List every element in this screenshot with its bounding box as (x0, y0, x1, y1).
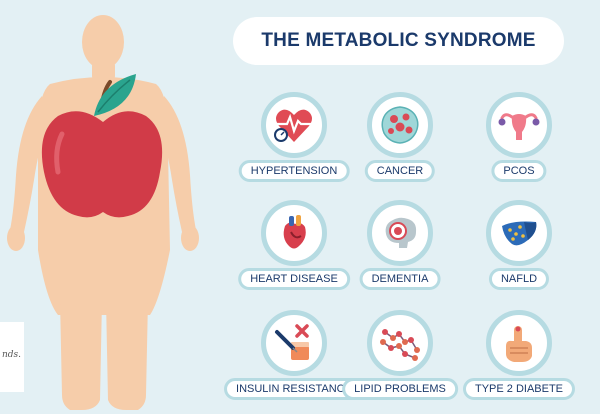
body-figure (0, 0, 215, 414)
condition-cancer: CANCER (335, 92, 465, 192)
condition-label: TYPE 2 DIABETE (462, 378, 576, 400)
brain-target-icon (385, 217, 417, 248)
cancer-cell-icon (381, 106, 419, 144)
condition-label: PCOS (491, 160, 547, 182)
lipid-chain-icon (380, 329, 420, 361)
condition-heart-disease: HEART DISEASE (229, 200, 359, 300)
condition-lipid-problems: LIPID PROBLEMS (335, 310, 465, 410)
condition-label: LIPID PROBLEMS (342, 378, 458, 400)
insulin-syringe-icon (275, 324, 309, 360)
heart-pressure-icon (274, 109, 312, 142)
condition-label: NAFLD (488, 268, 550, 290)
condition-hypertension: HYPERTENSION (229, 92, 359, 192)
condition-label: DEMENTIA (359, 268, 441, 290)
condition-label: HYPERTENSION (238, 160, 350, 182)
body-silhouette-illustration (7, 15, 199, 410)
condition-insulin-resistance: INSULIN RESISTANCE (224, 310, 364, 410)
finger-prick-icon (506, 326, 532, 362)
condition-label: CANCER (364, 160, 436, 182)
condition-label: HEART DISEASE (238, 268, 350, 290)
watermark-logo: nds. (0, 322, 24, 392)
watermark-text: nds. (2, 350, 22, 360)
condition-pcos: PCOS (454, 92, 584, 192)
liver-icon (502, 221, 537, 246)
anatomical-heart-icon (283, 215, 306, 249)
condition-type-2-diabetes: TYPE 2 DIABETE (454, 310, 584, 410)
page-title: THE METABOLIC SYNDROME (261, 30, 536, 51)
condition-dementia: DEMENTIA (335, 200, 465, 300)
title-banner: THE METABOLIC SYNDROME (233, 17, 564, 65)
condition-nafld: NAFLD (454, 200, 584, 300)
uterus-icon (498, 113, 540, 140)
